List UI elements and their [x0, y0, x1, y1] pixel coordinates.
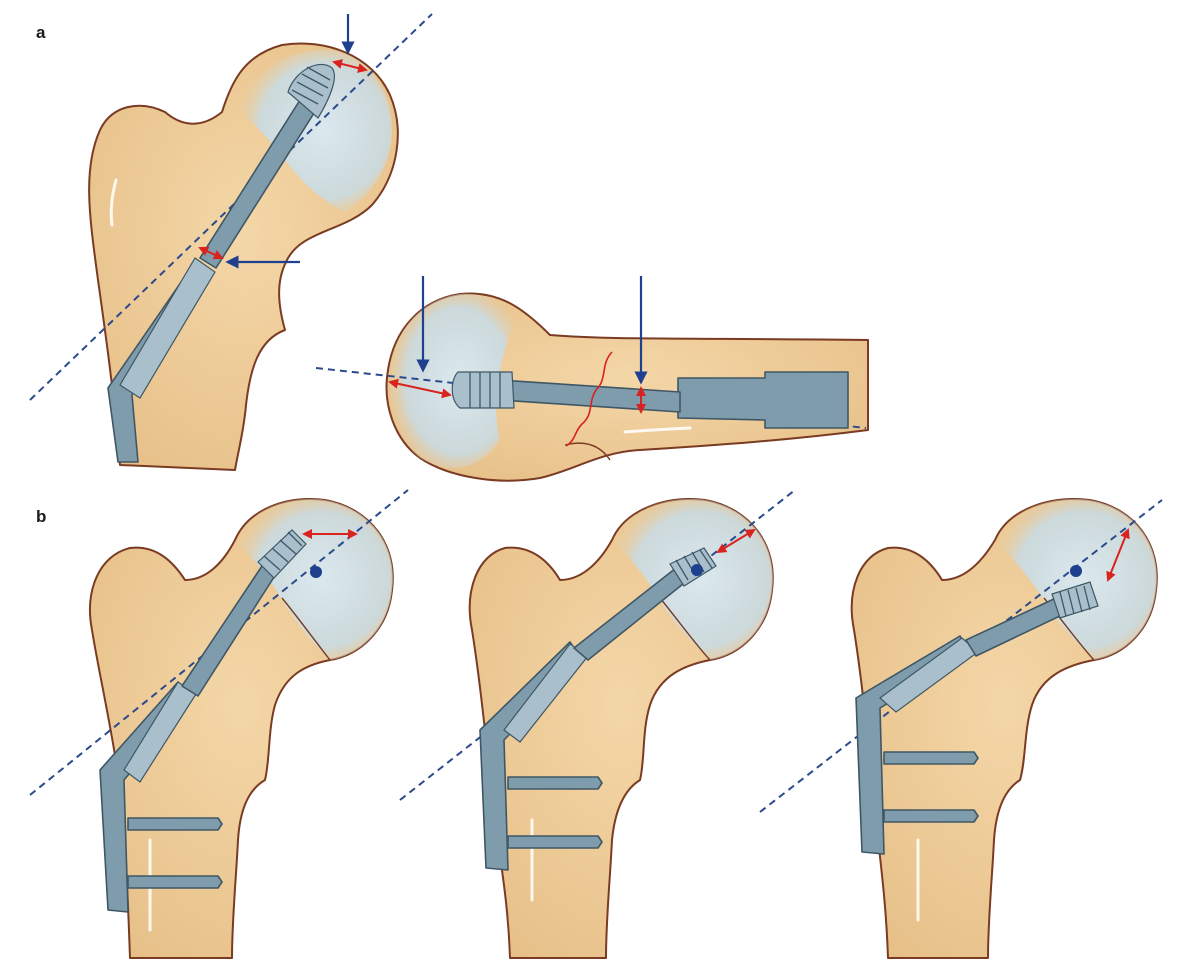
femur-1-head [235, 499, 393, 660]
neck-red-arrow [198, 246, 224, 260]
femur-2-red-arrow [716, 528, 756, 554]
panel-a-ap-femur [29, 13, 433, 471]
lateral-thread-lines [469, 372, 501, 408]
femur-2-center-dot [691, 564, 703, 576]
lateral-screw-thread [451, 371, 515, 409]
lateral-barrel [677, 371, 849, 429]
fracture-line [565, 351, 613, 447]
femur-2-cortical-screw-2 [507, 835, 603, 849]
femur-3-thread [1051, 581, 1099, 619]
panel-label-b: b [36, 507, 46, 526]
tip-apex-red-arrow [332, 59, 368, 73]
femur-2-plate [479, 641, 583, 871]
lateral-head-shade [389, 293, 515, 469]
femur-3-center-dot [1070, 565, 1082, 577]
lateral-tip-red-arrow [388, 378, 452, 399]
femur-3-red-arrow [1106, 528, 1130, 582]
panel-label-a: a [36, 23, 46, 42]
femur-3-plate [855, 635, 971, 855]
femur-1-cortical-screw-2 [127, 875, 223, 889]
femur-1-center-dot [310, 566, 322, 578]
panel-b-femur-3 [759, 498, 1163, 959]
bone-gloss [109, 178, 118, 227]
panel-b-femur-1 [29, 489, 409, 959]
femur-2-cortical-screw-1 [507, 776, 603, 790]
thread-lines [291, 66, 331, 105]
panel-a-lateral-femur [315, 276, 869, 482]
panel-b-femur-2 [399, 489, 796, 959]
femur-1-thread-lines [263, 531, 303, 571]
lag-screw-thread [287, 63, 335, 119]
lateral-neck-line [564, 442, 611, 461]
femur-1-cortical-screw-1 [127, 817, 223, 831]
barrel [119, 257, 216, 399]
femur-3-cortical-screw-2 [883, 809, 979, 823]
femur-1-neckline [281, 597, 331, 661]
lateral-gloss [623, 426, 692, 434]
femur-2-neckline [659, 597, 711, 661]
femur-2-thread-lines [675, 549, 713, 581]
femoral-head-shade [240, 49, 392, 213]
femur-3-cortical-screw-1 [883, 751, 979, 765]
neck-axis-line [29, 13, 433, 401]
femur-3-thread-lines [1059, 585, 1091, 617]
